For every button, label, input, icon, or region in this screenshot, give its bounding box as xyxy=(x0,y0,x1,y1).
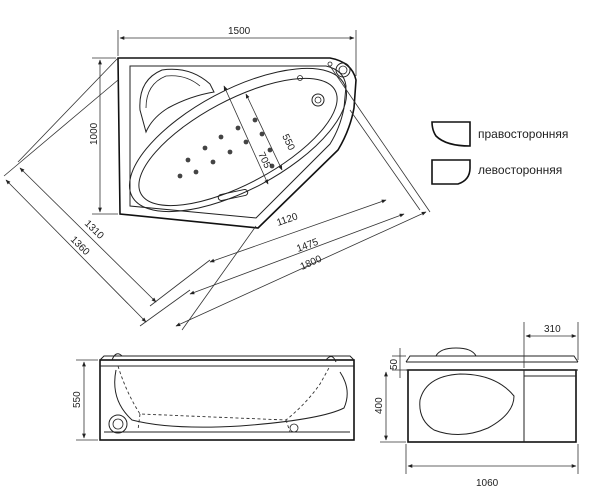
legend-left-label: левосторонняя xyxy=(478,163,562,177)
dim-1475: 1475 xyxy=(295,237,320,255)
dim-line-1360 xyxy=(5,179,147,323)
dim-1000: 1000 xyxy=(89,122,100,145)
dim-550-front: 550 xyxy=(72,391,83,408)
front-inner-shell xyxy=(117,365,331,421)
front-view-body xyxy=(99,359,355,441)
dim-line-1475 xyxy=(189,213,405,295)
headrest-inner xyxy=(145,75,201,109)
left-hand-symbol xyxy=(431,159,471,185)
drain-inner xyxy=(314,96,322,104)
control-knob xyxy=(335,62,351,78)
dim-1060: 1060 xyxy=(476,478,499,489)
front-basin-profile xyxy=(114,369,348,428)
dim-310: 310 xyxy=(544,324,561,335)
dim-705: 705 xyxy=(255,150,272,170)
top-view-basin xyxy=(128,67,348,213)
front-drain xyxy=(108,414,128,434)
top-view-outline xyxy=(117,57,357,229)
jets xyxy=(177,117,275,179)
dim-50: 50 xyxy=(389,358,400,370)
drain xyxy=(311,93,325,107)
button-2 xyxy=(327,61,333,67)
dim-1500: 1500 xyxy=(228,26,251,37)
end-basin-profile xyxy=(419,373,515,435)
dim-400: 400 xyxy=(374,397,385,414)
headrest xyxy=(139,68,215,134)
dim-1120: 1120 xyxy=(275,211,299,229)
dim-1310: 1310 xyxy=(82,218,106,242)
orientation-legend: правосторонняя левосторонняя xyxy=(431,121,568,185)
dim-line-1800 xyxy=(175,211,427,327)
front-view: 550 xyxy=(72,353,355,441)
dim-1800: 1800 xyxy=(299,253,324,272)
button xyxy=(297,75,303,81)
top-view: 1500 1000 550 705 1120 1475 1800 1310 xyxy=(3,26,431,331)
control-knob-inner xyxy=(338,65,348,75)
grab-bar xyxy=(217,189,249,201)
legend-right-label: правосторонняя xyxy=(478,127,568,141)
end-view: 50 400 310 1060 xyxy=(374,322,579,489)
dim-line-705 xyxy=(223,85,269,185)
dim-line-1310 xyxy=(19,167,157,303)
right-hand-symbol xyxy=(431,121,471,147)
dim-550: 550 xyxy=(279,132,296,152)
